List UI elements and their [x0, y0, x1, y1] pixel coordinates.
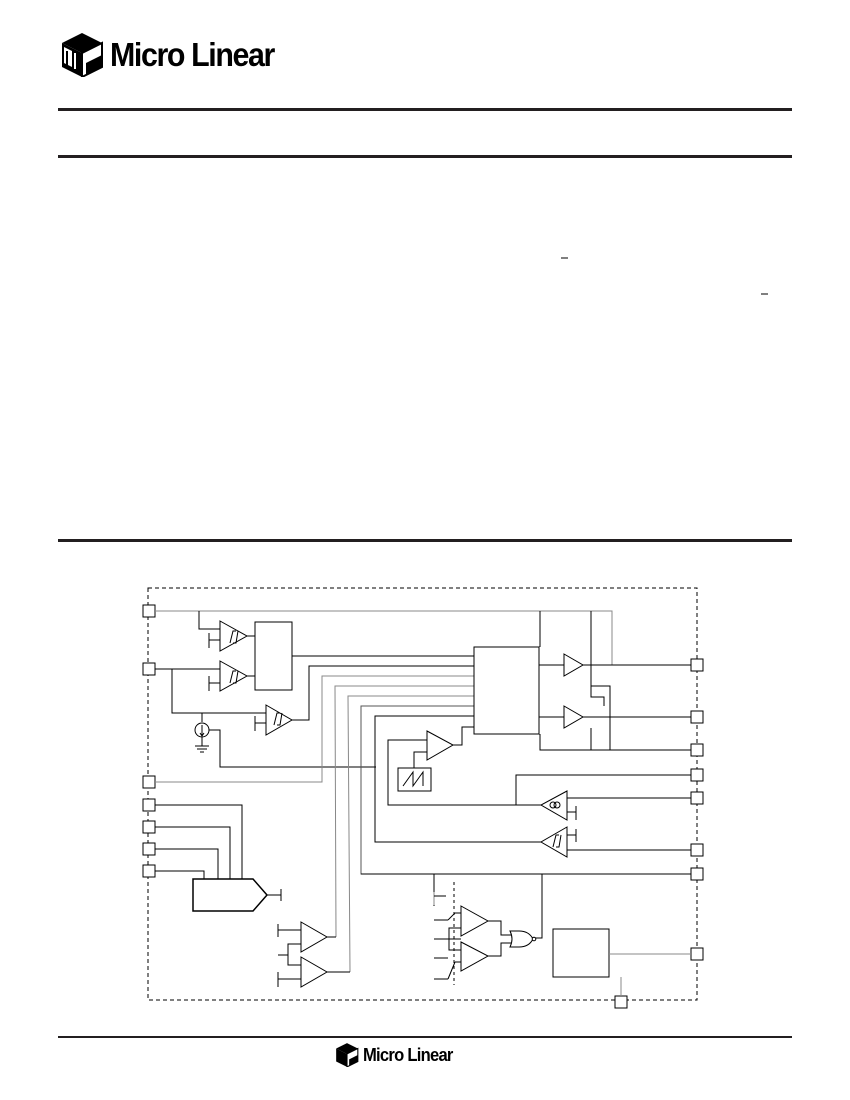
chip-boundary [147, 587, 698, 1001]
rule-top [58, 108, 792, 111]
ramp-amplifier [426, 730, 455, 761]
hysteresis-comparator [208, 620, 249, 652]
nor-gate [509, 930, 534, 948]
output-driver [563, 705, 584, 729]
hysteresis-comparator [208, 660, 249, 692]
control-logic-block [473, 646, 540, 735]
current-source-icon [194, 713, 210, 753]
logo-cube-icon [336, 1043, 359, 1067]
logo-cube-icon [62, 33, 103, 77]
amplifier [300, 921, 329, 953]
hysteresis-comparator [254, 704, 294, 736]
left-pins [142, 604, 156, 878]
reference-block [552, 928, 610, 978]
sawtooth-oscillator [397, 767, 432, 792]
right-pins [614, 658, 704, 1009]
header-logo: Micro Linear [58, 33, 288, 77]
overbar-mark [761, 293, 768, 295]
logic-block [254, 621, 293, 691]
comparator [460, 941, 490, 972]
rule-diagram-top [58, 539, 792, 542]
rule-title-bottom [58, 155, 792, 158]
amplifier [300, 956, 329, 988]
comparator [460, 905, 490, 937]
footer-logo: Micro Linear [334, 1043, 460, 1067]
mux-block [192, 878, 268, 912]
rule-footer [58, 1036, 792, 1038]
header-logo-text: Micro Linear [110, 36, 275, 73]
output-driver [563, 653, 584, 677]
switch-network [433, 882, 461, 985]
footer-logo-text: Micro Linear [363, 1044, 453, 1065]
sawtooth-icon [402, 770, 424, 788]
overbar-mark [561, 257, 568, 259]
